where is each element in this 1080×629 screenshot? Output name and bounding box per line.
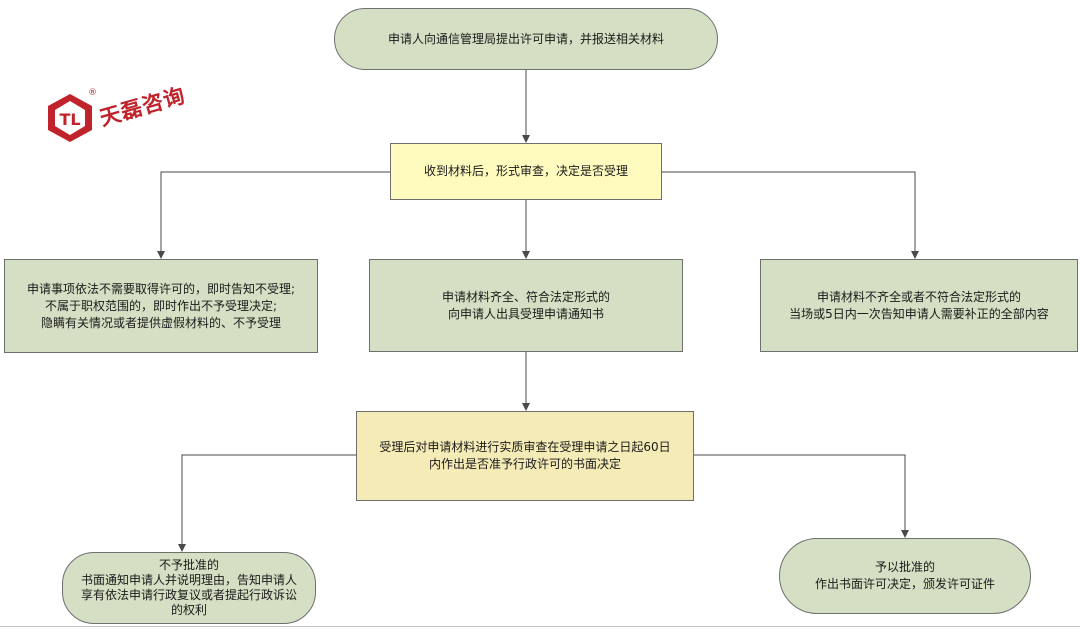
node-substantive-review-text: 受理后对申请材料进行实质审查在受理申请之日起60日 内作出是否准予行政许可的书面… [379,440,671,471]
edge-substantive-reject [178,454,356,552]
edge-review-left [157,171,390,259]
node-formal-review: 收到材料后，形式审查，决定是否受理 [390,143,662,200]
bottom-divider [0,626,1080,627]
node-not-accepted-text: 申请事项依法不需要取得许可的，即时告知不受理; 不属于职权范围的，即时作出不予受… [26,281,296,330]
node-start: 申请人向通信管理局提出许可申请，并报送相关材料 [334,8,718,70]
node-approve: 予以批准的 作出书面许可决定，颁发许可证件 [779,538,1031,614]
node-formal-review-text: 收到材料后，形式审查，决定是否受理 [423,164,628,178]
node-approve-text: 予以批准的 作出书面许可决定，颁发许可证件 [814,560,995,591]
node-reject-text: 不予批准的 书面通知申请人并说明理由，告知申请人 享有依法申请行政复议或者提起行… [80,558,297,617]
node-accepted: 申请材料齐全、符合法定形式的 向申请人出具受理申请通知书 [369,259,683,352]
node-substantive-review: 受理后对申请材料进行实质审查在受理申请之日起60日 内作出是否准予行政许可的书面… [356,411,694,501]
node-incomplete-text: 申请材料不齐全或者不符合法定形式的 当场或5日内一次告知申请人需要补正的全部内容 [789,289,1049,321]
edge-review-right [662,171,919,259]
edge-substantive-approve [694,454,909,538]
node-not-accepted: 申请事项依法不需要取得许可的，即时告知不受理; 不属于职权范围的，即时作出不予受… [4,259,318,353]
node-accepted-text: 申请材料齐全、符合法定形式的 向申请人出具受理申请通知书 [441,289,610,321]
registered-mark: ® [88,88,97,98]
node-incomplete: 申请材料不齐全或者不符合法定形式的 当场或5日内一次告知申请人需要补正的全部内容 [760,259,1078,352]
logo-mark: TL [59,110,80,129]
tl-logo-icon: TL [48,94,92,142]
company-logo: TL ® 天磊咨询 [44,83,188,144]
node-start-text: 申请人向通信管理局提出许可申请，并报送相关材料 [387,31,664,46]
node-reject: 不予批准的 书面通知申请人并说明理由，告知申请人 享有依法申请行政复议或者提起行… [62,552,316,624]
